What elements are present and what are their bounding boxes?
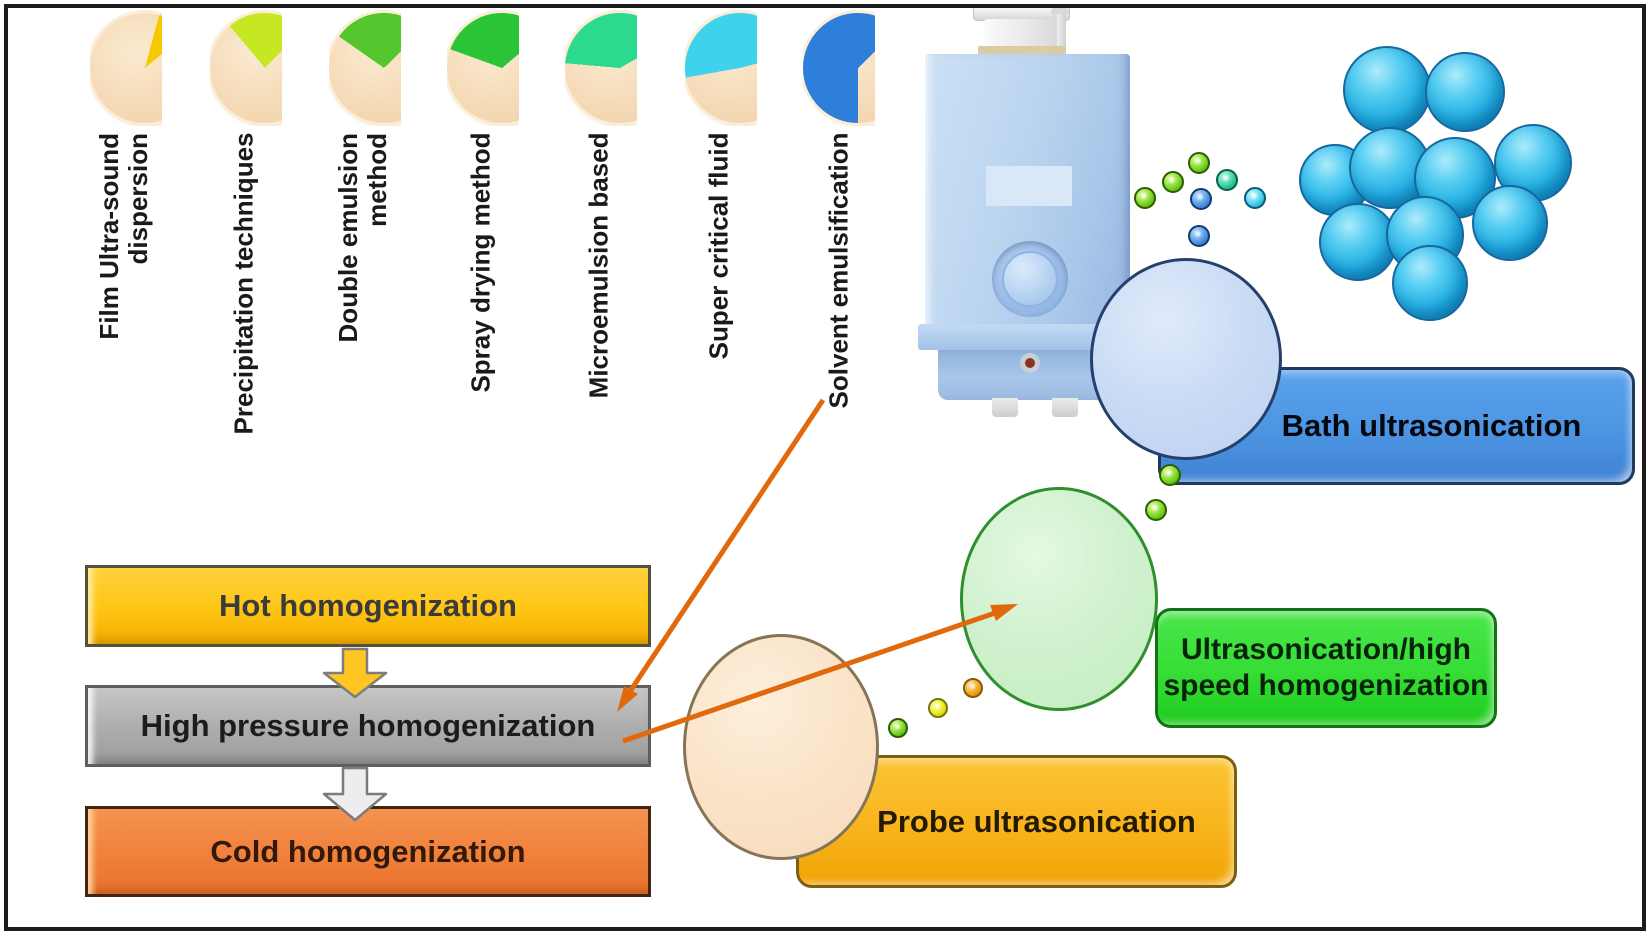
method-label-solvent-emulsification: Solvent emulsification: [823, 132, 854, 409]
sonicator-foot-right: [1052, 398, 1078, 417]
nanoparticle-sphere: [1392, 245, 1468, 321]
sonicator-rod: [1057, 14, 1066, 52]
pie-wedge: [447, 13, 519, 123]
bubble-green: [1188, 152, 1210, 174]
nanoparticle-sphere: [1472, 185, 1548, 261]
sonicator-knob: [1002, 251, 1058, 307]
bubble-green: [1162, 171, 1184, 193]
bubble-yellow: [928, 698, 948, 718]
sonicator-cap: [984, 19, 1060, 49]
pie-icon-precipitation-techniques: [210, 10, 282, 126]
nanoparticle-sphere: [1343, 46, 1431, 134]
sonicator-rod-tip: [1051, 8, 1069, 15]
probe-dispersion-circle: [683, 634, 879, 860]
pie-icon-film-ultrasound-dispersion: [90, 10, 162, 126]
pie-wedge: [90, 13, 162, 123]
method-label-super-critical-fluid: Super critical fluid: [703, 132, 734, 360]
method-label-film-ultrasound-dispersion: Film Ultra-sound dispersion: [94, 133, 153, 340]
pie-icon-super-critical-fluid: [685, 10, 757, 126]
pie-icon-double-emulsion-method: [329, 10, 401, 126]
pie-wedge: [685, 13, 757, 123]
flow-box-cold-homogenization: Cold homogenization: [85, 806, 651, 897]
pie-icon-spray-drying-method: [447, 10, 519, 126]
method-label-precipitation-techniques: Precipitation techniques: [228, 132, 259, 435]
sonicator-display-panel: [986, 166, 1072, 206]
nanoparticle-sphere: [1319, 203, 1397, 281]
pie-wedge: [565, 13, 637, 123]
nanoparticle-sphere: [1425, 52, 1505, 132]
pie-wedge: [329, 13, 401, 123]
bubble-green: [888, 718, 908, 738]
flow-box-high-pressure-homogenization: High pressure homogenization: [85, 685, 651, 767]
pie-wedge: [210, 13, 282, 123]
method-label-spray-drying-method: Spray drying method: [465, 132, 496, 393]
sonicator-indicator-light: [1025, 358, 1035, 368]
bubble-teal: [1216, 169, 1238, 191]
bubble-green: [1134, 187, 1156, 209]
method-label-double-emulsion-method: Double emulsion method: [333, 133, 392, 343]
pie-icon-microemulsion-based: [565, 10, 637, 126]
bubble-blue: [1190, 188, 1212, 210]
bath-dispersion-circle: [1090, 258, 1282, 460]
ultra-dispersion-circle: [960, 487, 1158, 711]
bubble-green: [1145, 499, 1167, 521]
sonicator-foot-left: [992, 398, 1018, 417]
callout-ultrasonication-high-speed-homogenization: Ultrasonication/high speed homogenizatio…: [1155, 608, 1497, 728]
sonicator-neck-ring: [978, 46, 1066, 56]
method-label-microemulsion-based: Microemulsion based: [583, 132, 614, 399]
flow-box-hot-homogenization: Hot homogenization: [85, 565, 651, 647]
bubble-blue: [1188, 225, 1210, 247]
bubble-cyan: [1244, 187, 1266, 209]
bubble-green: [1159, 464, 1181, 486]
pie-icon-solvent-emulsification: [803, 10, 875, 126]
pie-wedge: [803, 13, 875, 123]
bubble-orange: [963, 678, 983, 698]
